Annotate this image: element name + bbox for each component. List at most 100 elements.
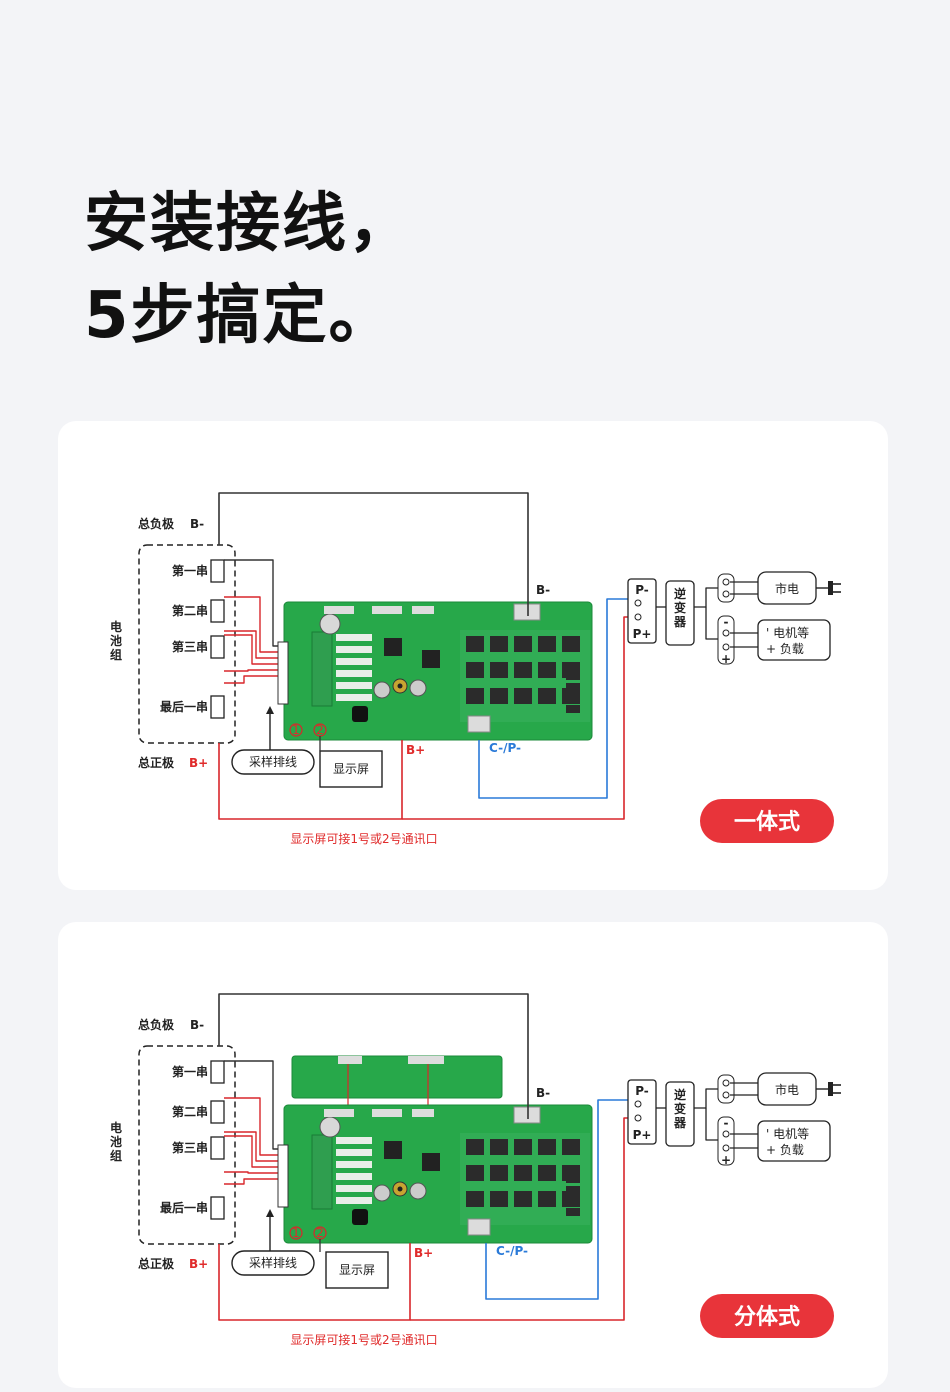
pcb-header — [324, 606, 354, 614]
pcb-buzzer-center — [397, 683, 403, 689]
mains-socket — [717, 573, 735, 603]
pcb-mosfet — [562, 1139, 580, 1155]
b-plus-wire — [218, 740, 403, 820]
pcb-mosfet — [538, 688, 556, 704]
load-socket — [717, 1116, 735, 1166]
pcb-connector-block — [311, 631, 333, 707]
pcb-resistor-row — [336, 658, 372, 665]
plug-icon — [828, 1082, 833, 1096]
pcb-mosfet — [566, 1197, 580, 1205]
pcb-resistor-row — [336, 1185, 372, 1192]
inverter-label: 逆变器 — [673, 1087, 687, 1130]
sample-wire-red — [224, 1178, 284, 1185]
load-box — [757, 619, 831, 661]
string-last-cell — [210, 695, 225, 719]
port-2-number: 2 — [316, 723, 324, 737]
pcb-mosfet — [562, 636, 580, 652]
total-positive-label: 总正极 — [138, 755, 175, 770]
load-plus-sign: + — [721, 652, 731, 666]
sample-wire-red — [224, 596, 284, 653]
c-p-minus-label: C-/P- — [489, 741, 521, 755]
load-minus-sign: - — [724, 615, 729, 629]
pcb-capacitor — [409, 1182, 427, 1200]
pcb-inductor — [352, 1209, 368, 1225]
socket-hole — [722, 1079, 730, 1087]
p-plus-label: P+ — [633, 627, 652, 641]
load-label-line2: + 负载 — [766, 1143, 804, 1157]
socket-hole — [722, 643, 730, 651]
string-3-label: 第三串 — [172, 1140, 208, 1155]
b-minus-wire — [218, 993, 529, 1119]
b-plus-wire — [218, 1243, 411, 1321]
pcb-chip — [384, 1141, 402, 1159]
p-terminal-dot — [634, 599, 642, 607]
total-negative-label: 总负极 — [138, 516, 175, 531]
mains-branch — [694, 587, 718, 608]
b-plus-pack-label: B+ — [189, 756, 208, 770]
pcb-capacitor — [319, 1116, 341, 1138]
pcb-chip — [422, 1153, 440, 1171]
string-3-label: 第三串 — [172, 639, 208, 654]
pcb-resistor-row — [336, 670, 372, 677]
inverter-label-char: 变 — [674, 600, 686, 615]
battery-pack-label-char: 电 — [110, 619, 122, 634]
port-1-marker — [289, 723, 303, 737]
p-terminal-dot — [634, 1114, 642, 1122]
pcb-mosfet — [466, 636, 484, 652]
p-minus-label: P- — [635, 1084, 649, 1098]
load-socket — [717, 615, 735, 665]
display-box — [325, 1251, 389, 1289]
load-branch — [705, 607, 718, 640]
sample-wire-red — [224, 630, 284, 659]
pcb-chip — [422, 650, 440, 668]
c-p-minus-terminal — [467, 715, 491, 733]
port-1-marker — [289, 1226, 303, 1240]
pcb-header — [324, 1109, 354, 1117]
mode-pill-label: 一体式 — [734, 810, 800, 835]
battery-pack-label-char: 池 — [110, 633, 122, 648]
pcb-mosfet — [466, 1191, 484, 1207]
pcb-buzzer-center — [397, 1186, 403, 1192]
load-label-line2: + 负载 — [766, 642, 804, 656]
headline-line1: 安装接线， — [84, 187, 414, 261]
mains-socket — [717, 1074, 735, 1104]
sampling-arrowhead — [266, 1209, 274, 1217]
p-terminal-dot — [634, 613, 642, 621]
pcb-mosfet — [490, 1139, 508, 1155]
inverter-label-char: 器 — [673, 1116, 687, 1130]
mains-label: 市电 — [775, 581, 799, 596]
sampling-cable-pill — [231, 749, 315, 775]
socket-hole — [722, 1091, 730, 1099]
pcb-mosfet — [514, 1165, 532, 1181]
pcb-capacitor — [409, 679, 427, 697]
sample-wire-red — [224, 1131, 284, 1162]
mains-branch — [694, 1088, 718, 1109]
string-3-cell — [210, 1136, 225, 1160]
c-p-minus-wire — [478, 598, 630, 799]
pcb-capacitor — [319, 613, 341, 635]
pcb-mosfet — [566, 1208, 580, 1216]
pcb-chip — [384, 638, 402, 656]
load-box — [757, 1120, 831, 1162]
b-minus-pack-label: B- — [190, 1018, 204, 1032]
pcb-mosfet — [566, 672, 580, 680]
b-minus-pack-label: B- — [190, 517, 204, 531]
mode-pill — [700, 1294, 834, 1338]
sample-wire-red — [224, 1097, 284, 1156]
pcb-mosfet — [490, 688, 508, 704]
sampling-cable-label: 采样排线 — [249, 754, 297, 769]
display-box — [319, 750, 383, 788]
headline-line2: 5步搞定。 — [84, 279, 395, 353]
pcb-mosfet — [538, 1165, 556, 1181]
battery-pack-label-char: 组 — [110, 647, 122, 662]
inverter-label: 逆变器 — [673, 586, 687, 629]
battery-pack-label-char: 组 — [110, 1148, 122, 1163]
p-terminal-block — [627, 578, 657, 644]
headline: 安装接线， 5步搞定。 — [84, 178, 414, 362]
sample-wire-red — [224, 1171, 284, 1174]
pcb-resistor-row — [336, 682, 372, 689]
sample-wire-red — [224, 675, 284, 684]
pcb-mosfet — [490, 662, 508, 678]
pcb-mosfet — [566, 705, 580, 713]
